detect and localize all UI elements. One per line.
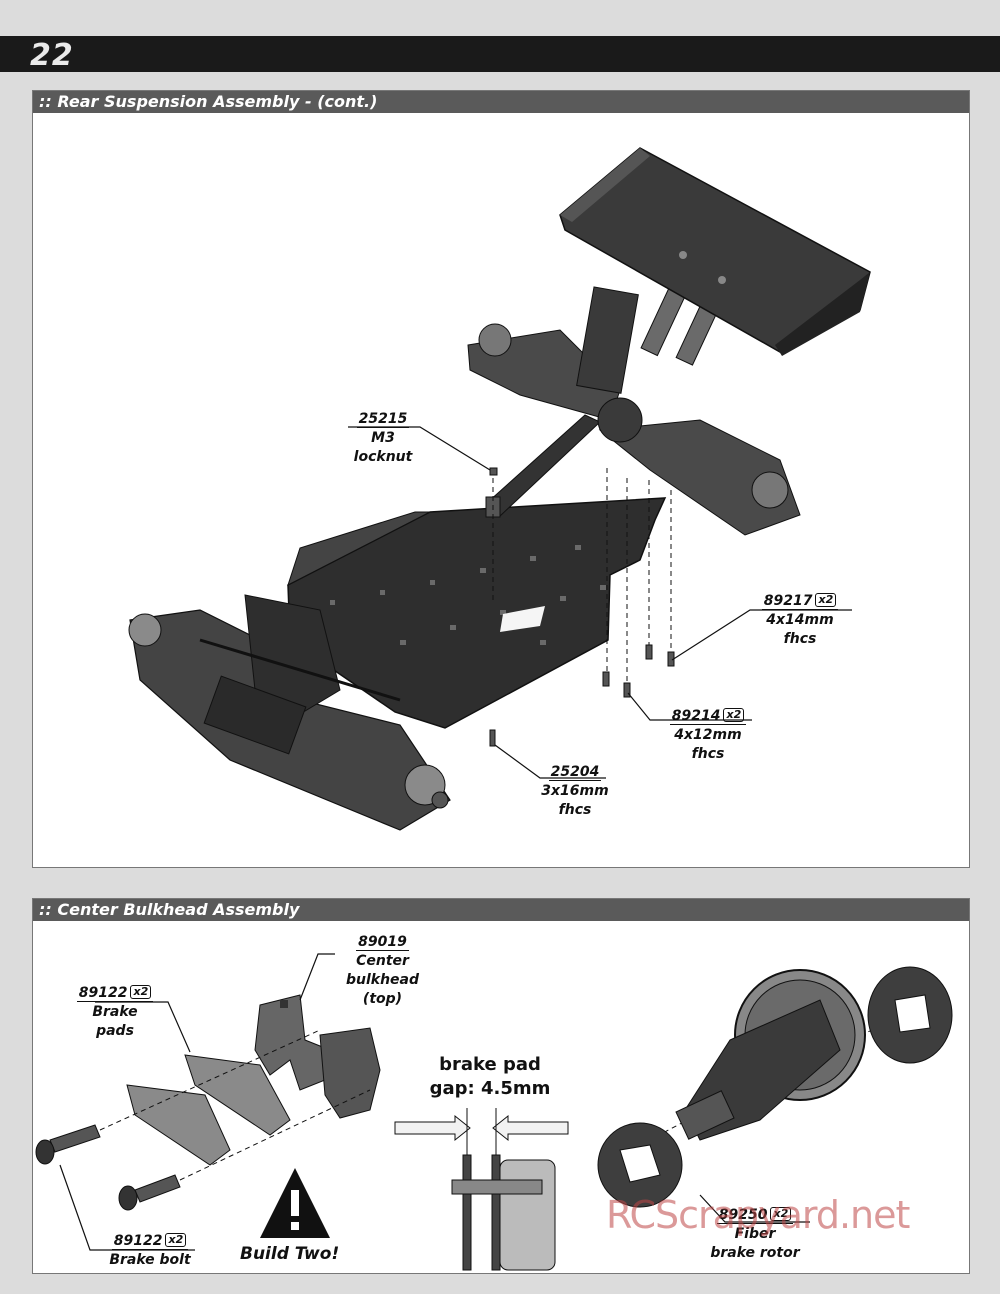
quantity-badge: x2 (130, 985, 152, 999)
section-header: :: Center Bulkhead Assembly (33, 899, 969, 921)
part-number: 89122 (113, 1233, 163, 1249)
part-number: 89122 (78, 985, 128, 1001)
quantity-badge: x2 (723, 708, 745, 722)
part-description: pads (96, 1023, 134, 1039)
page-header-bar (0, 36, 1000, 72)
part-number: 25215 (356, 411, 410, 428)
part-description: Fiber (734, 1226, 776, 1242)
part-size: 4x14mm (766, 612, 834, 628)
part-description: Center (356, 953, 409, 969)
part-number: 25204 (548, 764, 602, 781)
section-header: :: Rear Suspension Assembly - (cont.) (33, 91, 969, 113)
part-number: 89214 (671, 708, 721, 724)
part-type: fhcs (558, 802, 592, 818)
rear-suspension-panel: :: Rear Suspension Assembly - (cont.) (32, 90, 970, 868)
watermark: RCScrapyard.net (606, 1193, 910, 1237)
part-description: (top) (362, 991, 403, 1007)
part-size: 3x16mm (541, 783, 609, 799)
brake-pad-gap-note: brake pad gap: 4.5mm (420, 1053, 560, 1101)
part-type: fhcs (783, 631, 817, 647)
section-title: :: Rear Suspension Assembly - (cont.) (39, 92, 378, 111)
part-number: 89250 (718, 1207, 768, 1223)
build-two-warning: Build Two! (240, 1244, 340, 1264)
quantity-badge: x2 (815, 593, 837, 607)
part-size: M3 (371, 430, 395, 446)
quantity-badge: x2 (165, 1233, 187, 1247)
part-label-25204: 25204 3x16mm fhcs (530, 763, 620, 820)
quantity-badge: x2 (770, 1207, 792, 1221)
part-label-89019: 89019 Center bulkhead (top) (330, 933, 435, 1009)
part-description: Brake bolt (109, 1252, 191, 1268)
part-description: bulkhead (345, 972, 420, 988)
part-size: 4x12mm (674, 727, 742, 743)
part-type: locknut (353, 449, 413, 465)
gap-note-line: brake pad (439, 1054, 541, 1075)
part-description: Brake (92, 1004, 138, 1020)
part-number: 89217 (763, 593, 813, 609)
section-title: :: Center Bulkhead Assembly (39, 900, 300, 919)
page-number: 22 (30, 38, 74, 73)
part-number: 89019 (356, 934, 409, 951)
gap-note-line: gap: 4.5mm (429, 1078, 551, 1099)
part-description: brake rotor (710, 1245, 800, 1261)
part-label-25215: 25215 M3 locknut (345, 410, 421, 467)
part-type: fhcs (691, 746, 725, 762)
